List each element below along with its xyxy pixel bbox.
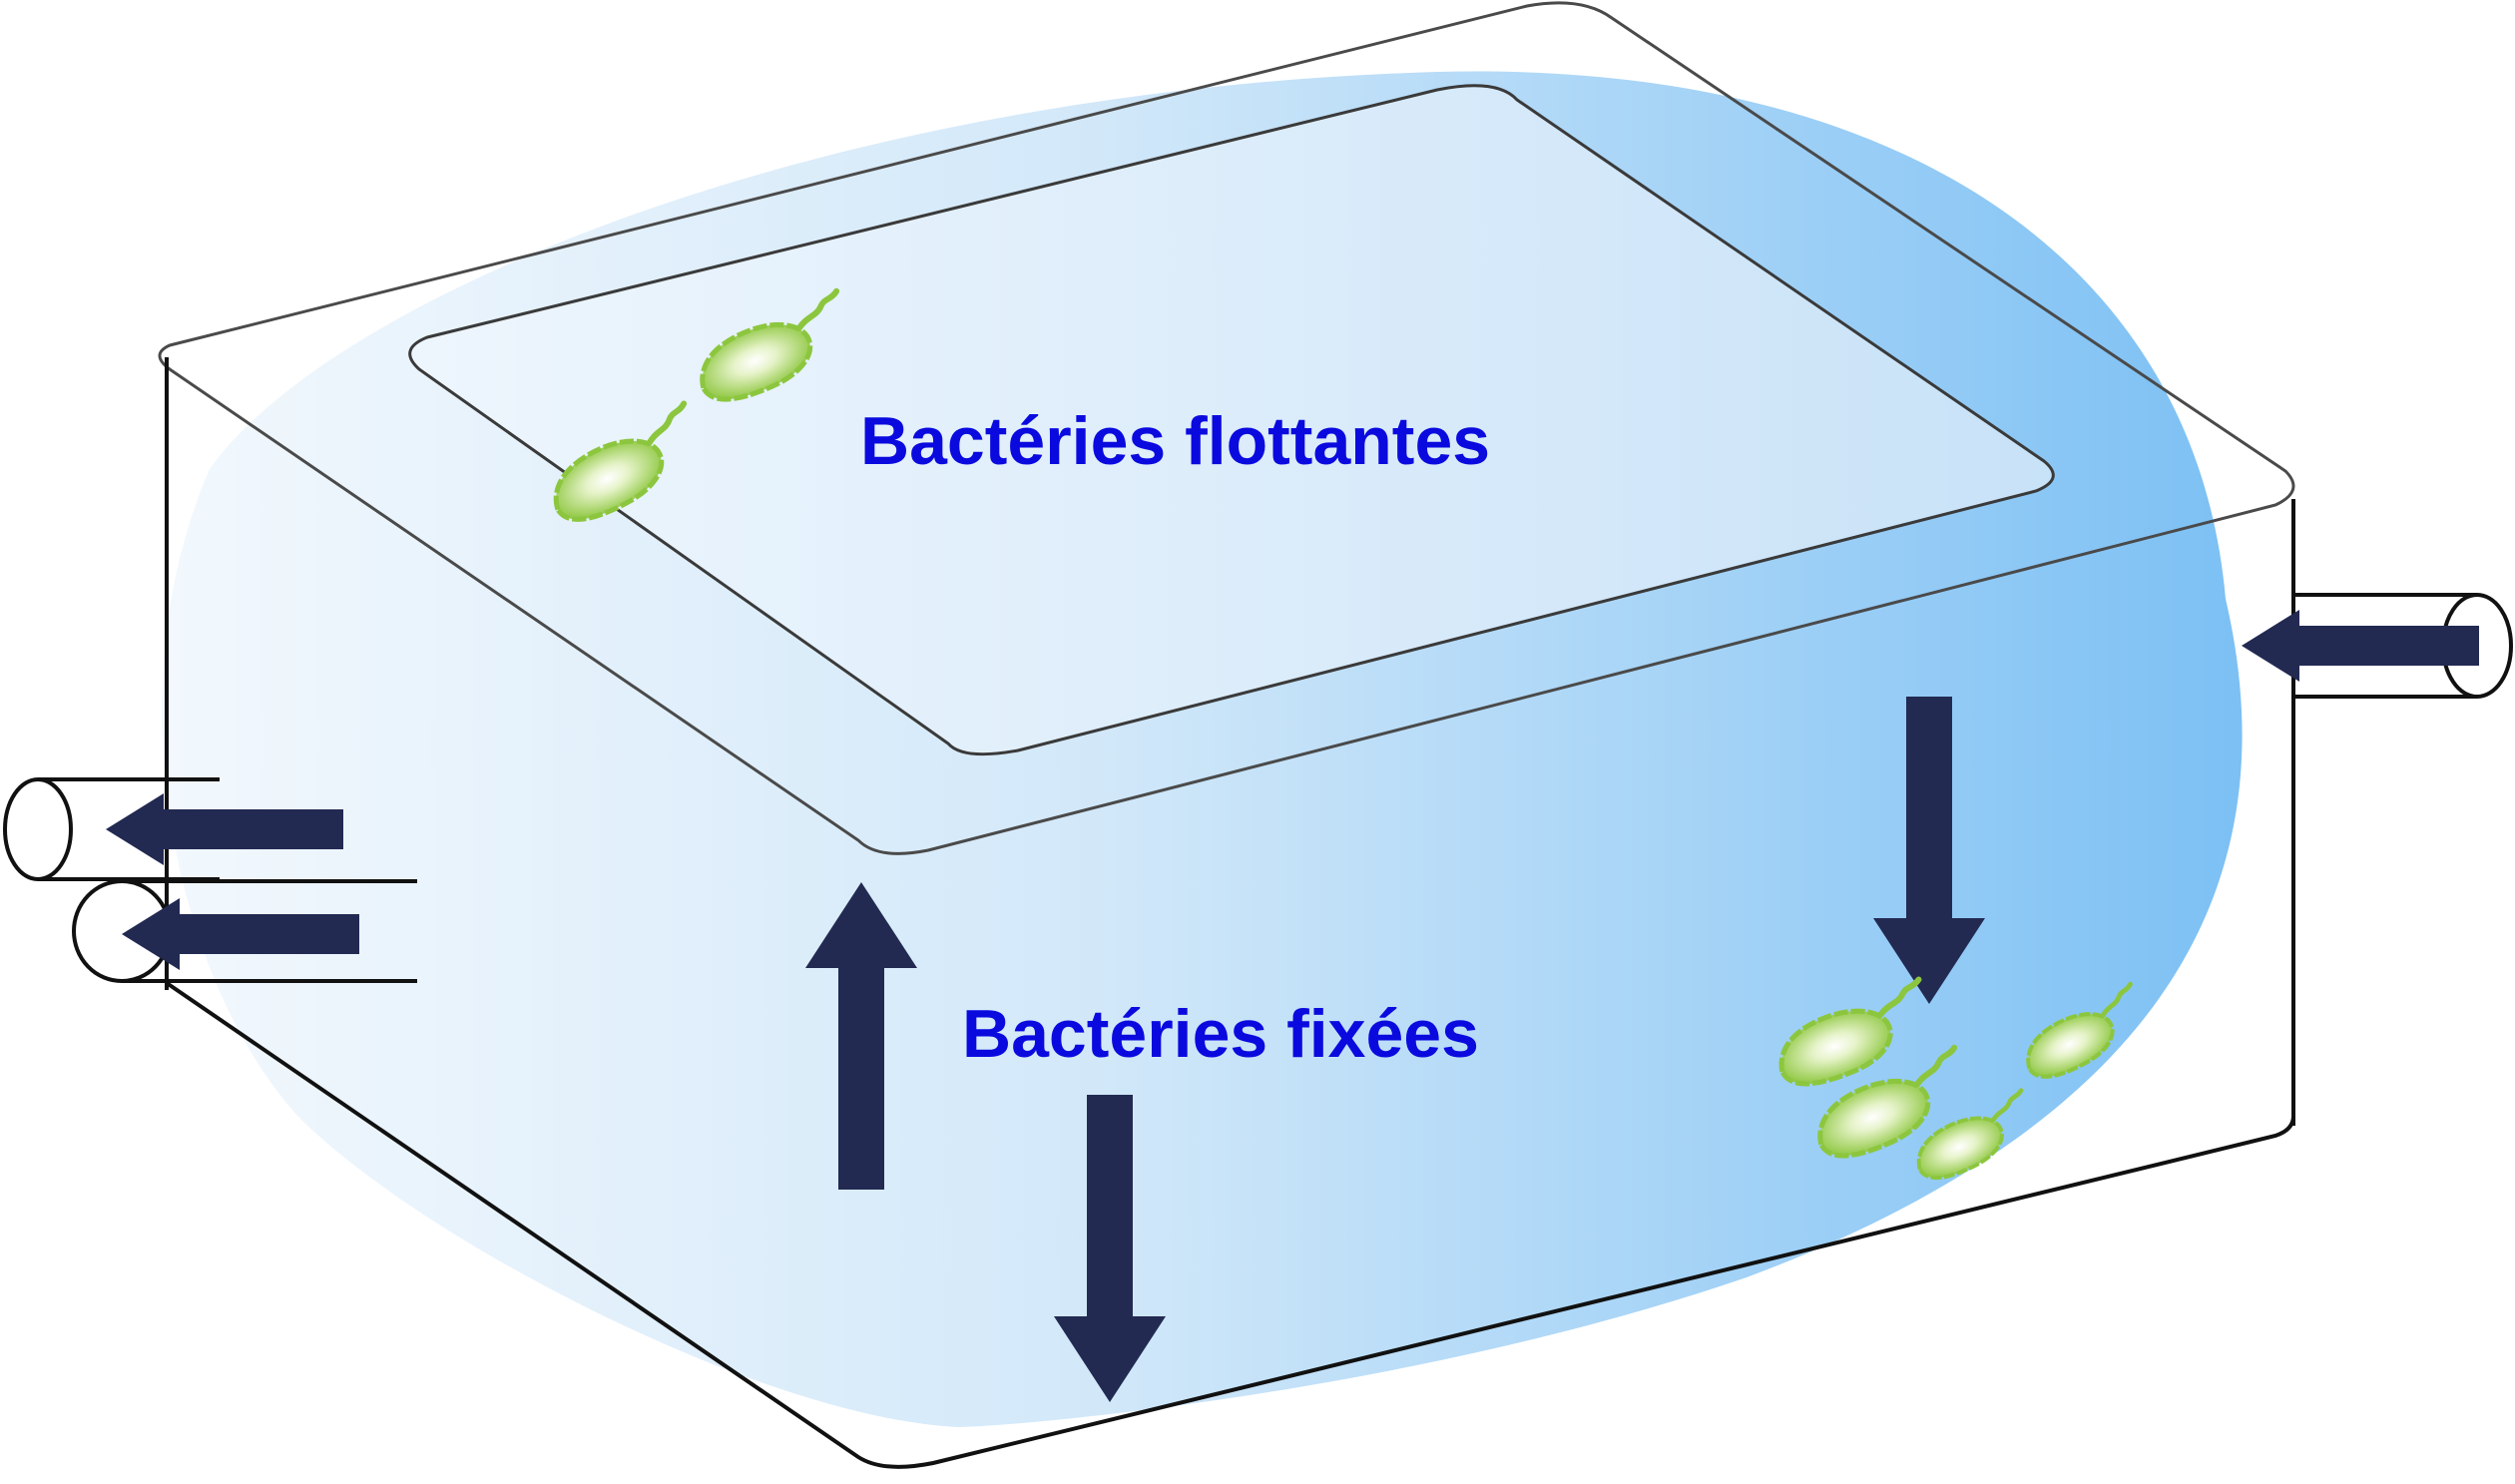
fixed-bacteria-label: Bactéries fixées (962, 996, 1479, 1072)
outlet-pipe-lower (72, 879, 417, 983)
floating-bacteria-label: Bactéries flottantes (860, 403, 1491, 479)
outlet-pipe-upper (3, 777, 220, 881)
water-surface (408, 84, 2055, 756)
tank-outline-bottom (165, 981, 2295, 1469)
inflow-arrow-right (2242, 610, 2479, 682)
